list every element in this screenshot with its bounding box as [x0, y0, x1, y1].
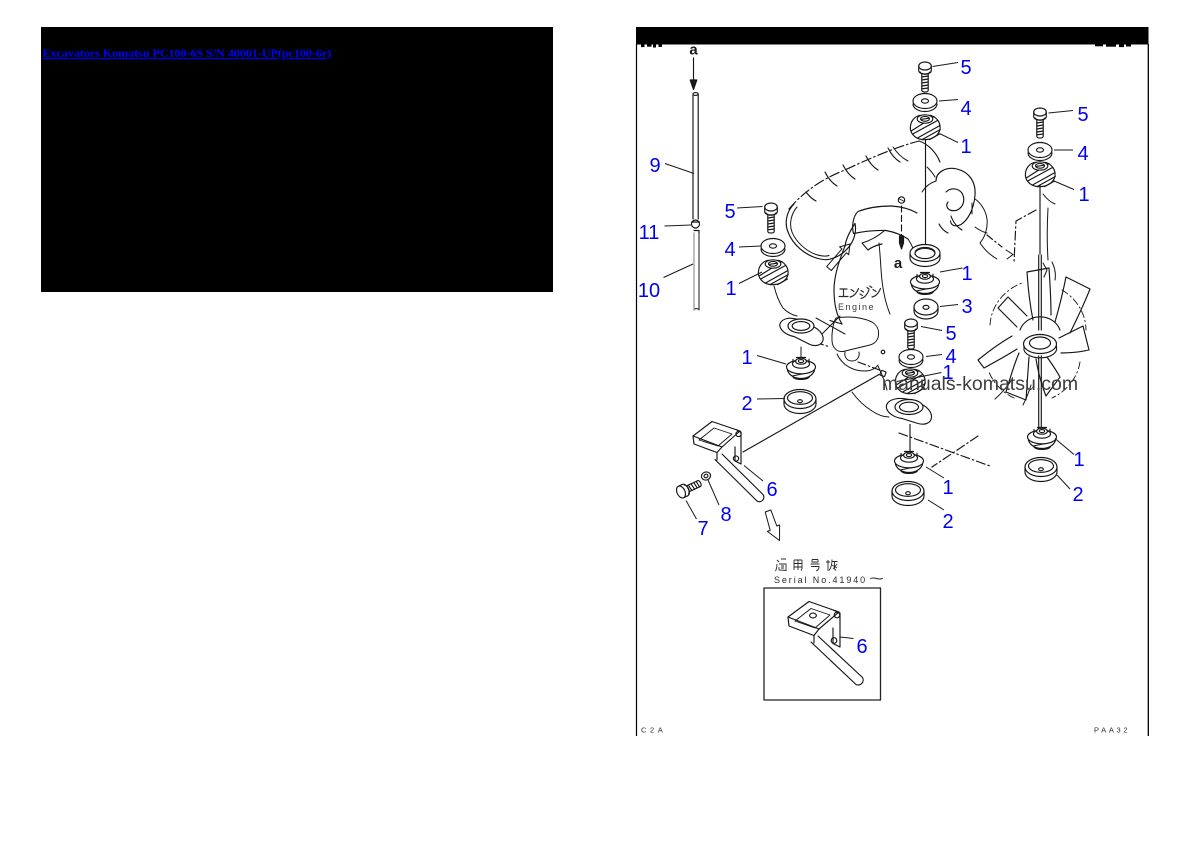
svg-text:10: 10 [638, 280, 660, 302]
svg-text:1: 1 [961, 263, 972, 285]
svg-text:5: 5 [945, 323, 956, 345]
svg-text:4: 4 [960, 98, 971, 120]
svg-text:1: 1 [942, 477, 953, 499]
svg-text:2: 2 [1072, 484, 1083, 506]
svg-text:7: 7 [697, 518, 708, 540]
svg-text:6: 6 [856, 636, 867, 658]
svg-text:~: ~ [869, 571, 884, 587]
svg-text:5: 5 [724, 201, 735, 223]
svg-text:6: 6 [766, 479, 777, 501]
svg-text:1: 1 [1078, 184, 1089, 206]
svg-text:Serial No.41940: Serial No.41940 [774, 575, 867, 585]
svg-text:9: 9 [649, 155, 660, 177]
svg-text:2: 2 [741, 393, 752, 415]
svg-text:C2A: C2A [641, 726, 666, 735]
svg-text:3: 3 [961, 296, 972, 318]
svg-text:Engine: Engine [838, 302, 875, 312]
svg-text:4: 4 [945, 346, 956, 368]
svg-text:4: 4 [1077, 143, 1088, 165]
svg-text:5: 5 [1077, 104, 1088, 126]
svg-text:a: a [689, 42, 698, 59]
svg-text:4: 4 [724, 239, 735, 261]
svg-text:1: 1 [725, 278, 736, 300]
svg-text:1: 1 [741, 347, 752, 369]
svg-text:11: 11 [639, 222, 660, 244]
svg-text:a: a [894, 255, 903, 272]
svg-text:8: 8 [720, 504, 731, 526]
svg-text:1: 1 [942, 362, 953, 384]
svg-text:5: 5 [960, 57, 971, 79]
svg-text:manuals-komatsu.com: manuals-komatsu.com [882, 373, 1078, 395]
svg-text:2: 2 [942, 511, 953, 533]
svg-text:1: 1 [960, 136, 971, 158]
svg-text:PAA32: PAA32 [1094, 726, 1130, 735]
svg-text:1: 1 [1073, 449, 1084, 471]
